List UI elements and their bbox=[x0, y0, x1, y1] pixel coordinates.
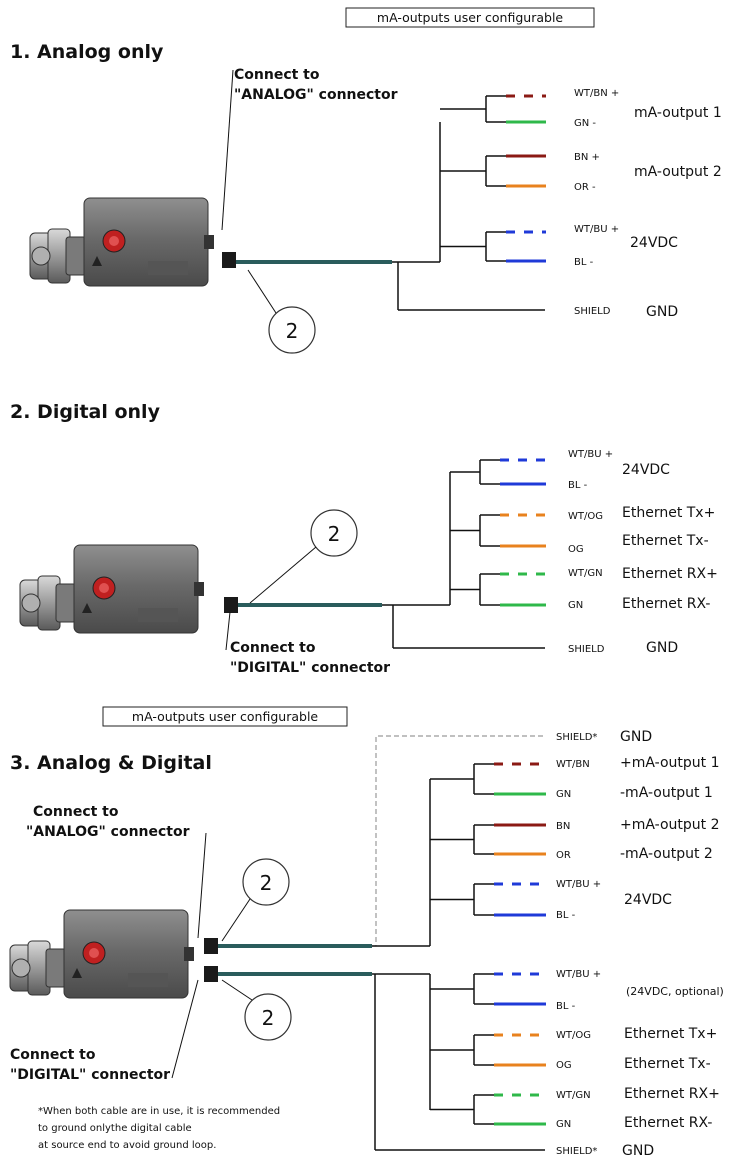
both-digital-connector bbox=[204, 966, 218, 982]
sensor-device-icon bbox=[19, 544, 205, 634]
s2-code-0: WT/BU + bbox=[568, 449, 613, 460]
s3-label-ma2-plus: +mA-output 2 bbox=[620, 817, 719, 833]
s1-label-gnd: GND bbox=[646, 304, 678, 320]
both-analog-connector bbox=[204, 938, 218, 954]
s2-code-3: OG bbox=[568, 544, 584, 555]
both-analog-line2: "ANALOG" connector bbox=[26, 824, 190, 840]
s3-label-ma2-minus: -mA-output 2 bbox=[620, 846, 713, 862]
callout-number: 2 bbox=[260, 871, 273, 895]
s3-shield-top: SHIELD* bbox=[556, 732, 597, 743]
s2-label-rx-minus: Ethernet RX- bbox=[622, 596, 710, 612]
analog-connect-line2: "ANALOG" connector bbox=[234, 87, 398, 103]
s3-shield-bottom: SHIELD* bbox=[556, 1146, 597, 1157]
s2-code-4: WT/GN bbox=[568, 568, 603, 579]
s3-label-rx-plus: Ethernet RX+ bbox=[624, 1086, 720, 1102]
s1-code-3: OR - bbox=[574, 182, 596, 193]
s1-code-1: GN - bbox=[574, 118, 596, 129]
s1-code-4: WT/BU + bbox=[574, 224, 619, 235]
s1-label-ma1: mA-output 1 bbox=[634, 105, 722, 121]
both-digital-line2: "DIGITAL" connector bbox=[10, 1067, 170, 1083]
s3-label-rx-minus: Ethernet RX- bbox=[624, 1115, 712, 1131]
s1-code-6: SHIELD bbox=[574, 306, 611, 317]
both-analog-line1: Connect to bbox=[33, 804, 119, 820]
s3-label-24vdc: 24VDC bbox=[624, 892, 672, 908]
section1-wire-tree bbox=[439, 94, 546, 263]
s2-label-gnd: GND bbox=[646, 640, 678, 656]
s3-bot-code-2: WT/OG bbox=[556, 1030, 591, 1041]
callout-2-icon bbox=[310, 509, 358, 557]
s2-label-tx-plus: Ethernet Tx+ bbox=[622, 505, 715, 521]
s2-label-rx-plus: Ethernet RX+ bbox=[622, 566, 718, 582]
s3-top-code-4: WT/BU + bbox=[556, 879, 601, 890]
s3-label-tx-plus: Ethernet Tx+ bbox=[624, 1026, 717, 1042]
callout-2-icon bbox=[244, 993, 292, 1041]
note-line1: *When both cable are in use, it is recom… bbox=[38, 1106, 280, 1117]
section3-title: 3. Analog & Digital bbox=[10, 752, 212, 774]
s3-bot-code-3: OG bbox=[556, 1060, 572, 1071]
s3-top-code-2: BN bbox=[556, 821, 570, 832]
s3-gnd-top: GND bbox=[620, 729, 652, 745]
callout-2-icon bbox=[268, 306, 316, 354]
s3-label-tx-minus: Ethernet Tx- bbox=[624, 1056, 711, 1072]
s1-label-ma2: mA-output 2 bbox=[634, 164, 722, 180]
callout-number: 2 bbox=[262, 1006, 275, 1030]
s1-code-0: WT/BN + bbox=[574, 88, 619, 99]
callout-number: 2 bbox=[328, 522, 341, 546]
digital-connector bbox=[224, 597, 238, 613]
s2-label-tx-minus: Ethernet Tx- bbox=[622, 533, 709, 549]
both-digital-line1: Connect to bbox=[10, 1047, 96, 1063]
note-line3: at source end to avoid ground loop. bbox=[38, 1140, 216, 1151]
s1-label-24vdc: 24VDC bbox=[630, 235, 678, 251]
s2-code-5: GN bbox=[568, 600, 583, 611]
section2-title: 2. Digital only bbox=[10, 401, 161, 423]
s3-label-ma1-minus: -mA-output 1 bbox=[620, 785, 713, 801]
s3-top-code-0: WT/BN bbox=[556, 759, 590, 770]
bottom-config-box: mA-outputs user configurable bbox=[132, 709, 319, 724]
digital-connect-line2: "DIGITAL" connector bbox=[230, 660, 390, 676]
s3-bot-code-0: WT/BU + bbox=[556, 969, 601, 980]
s1-code-2: BN + bbox=[574, 152, 600, 163]
s3-label-24vdc-optional: (24VDC, optional) bbox=[626, 985, 724, 998]
section2-wire-tree bbox=[449, 458, 546, 607]
s3-label-ma1-plus: +mA-output 1 bbox=[620, 755, 719, 771]
s3-top-code-1: GN bbox=[556, 789, 571, 800]
s3-gnd-bottom: GND bbox=[622, 1143, 654, 1159]
s1-code-5: BL - bbox=[574, 257, 594, 268]
section3-wire-tree bbox=[429, 762, 546, 1126]
callout-number: 2 bbox=[286, 319, 299, 343]
sensor-device-icon bbox=[9, 909, 195, 999]
s3-top-code-5: BL - bbox=[556, 910, 576, 921]
note-line2: to ground onlythe digital cable bbox=[38, 1123, 192, 1134]
top-config-box: mA-outputs user configurable bbox=[377, 10, 564, 25]
s3-bot-code-1: BL - bbox=[556, 1001, 576, 1012]
digital-connect-line1: Connect to bbox=[230, 640, 316, 656]
analog-connector bbox=[222, 252, 236, 268]
s2-label-24vdc: 24VDC bbox=[622, 462, 670, 478]
callout-2-icon bbox=[242, 858, 290, 906]
s2-code-1: BL - bbox=[568, 480, 588, 491]
section1-title: 1. Analog only bbox=[10, 41, 164, 63]
analog-connect-line1: Connect to bbox=[234, 67, 320, 83]
s2-code-2: WT/OG bbox=[568, 511, 603, 522]
s3-top-code-3: OR bbox=[556, 850, 571, 861]
s2-code-6: SHIELD bbox=[568, 644, 605, 655]
s3-bot-code-4: WT/GN bbox=[556, 1090, 591, 1101]
sensor-device-icon bbox=[29, 197, 215, 287]
s3-bot-code-5: GN bbox=[556, 1119, 571, 1130]
